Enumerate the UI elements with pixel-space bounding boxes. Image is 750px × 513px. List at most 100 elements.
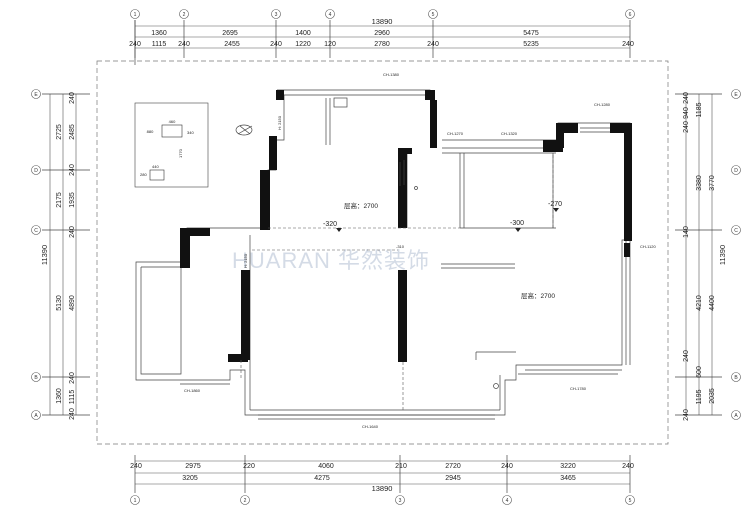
svg-text:D: D <box>734 168 738 174</box>
top-sub-3: 240 <box>178 41 190 48</box>
bottom-dim-1: 3205 <box>182 475 198 482</box>
svg-text:A: A <box>34 413 38 419</box>
right-dim-1: 3770 <box>709 175 716 191</box>
right-axis-markers: E D C B A <box>731 89 741 420</box>
bottom-sub-7: 240 <box>501 463 513 470</box>
right-mid-1: 1185 <box>696 102 703 117</box>
top-sub-8: 2780 <box>374 41 390 48</box>
bottom-sub-3: 220 <box>243 463 255 470</box>
left-sub-3: 240 <box>69 164 76 176</box>
left-sub-7: 240 <box>69 372 76 384</box>
svg-text:E: E <box>734 92 738 98</box>
bottom-sub-4: 4060 <box>318 463 334 470</box>
left-dim-3: 5130 <box>56 295 63 311</box>
left-total-dim: 11390 <box>40 245 49 265</box>
svg-text:C: C <box>34 228 38 234</box>
svg-text:B: B <box>734 375 738 381</box>
left-axis-markers: E D C B A <box>31 89 41 420</box>
room-height-b: 层高：2700 <box>521 291 555 300</box>
right-dimensions: 240 940 240 140 240 240 1185 3380 4210 6… <box>675 92 727 421</box>
detail-inset: 460 880 340 440 280 1770 <box>134 102 209 188</box>
left-dimensions: 11390 2725 2175 5130 1360 240 2485 240 1… <box>40 92 90 420</box>
watermark: HUARAN 华然装饰 <box>232 248 430 273</box>
window-tag-2: CH-1270 <box>447 131 464 136</box>
level-mark-4: -310 <box>396 244 405 249</box>
right-dim-2: 4400 <box>709 295 716 311</box>
top-dimensions: 13890 1360 2695 1400 2960 5475 240 1115 … <box>129 17 634 58</box>
detail-d2: 880 <box>147 129 154 134</box>
detail-d5: 280 <box>140 172 147 177</box>
bottom-dimensions: 240 2975 220 4060 210 2720 240 3220 240 … <box>130 455 634 493</box>
right-mid-3: 4210 <box>696 295 703 311</box>
svg-text:6: 6 <box>629 12 632 18</box>
svg-text:5: 5 <box>629 498 632 504</box>
svg-text:4: 4 <box>329 12 332 18</box>
svg-text:5: 5 <box>432 12 435 18</box>
svg-text:3: 3 <box>275 12 278 18</box>
bottom-dim-4: 3465 <box>560 475 576 482</box>
left-sub-1: 240 <box>69 92 76 104</box>
window-tags: CH-1380 CH-1270 CH-1320 CH-1280 CH-1120 … <box>184 72 656 429</box>
detail-d6: 1770 <box>178 148 183 158</box>
level-lines <box>240 155 554 410</box>
window-tag-1: CH-1380 <box>383 72 400 77</box>
beam-height-2: H: 2150 <box>243 253 248 268</box>
window-tag-4: CH-1280 <box>594 102 611 107</box>
left-sub-6: 4890 <box>69 295 76 311</box>
compass-icon <box>235 124 253 136</box>
left-sub-9: 240 <box>69 408 76 420</box>
top-dim-5: 5475 <box>523 30 539 37</box>
detail-d3: 340 <box>187 130 194 135</box>
level-marks: -320 -300 -270 -310 <box>323 201 562 249</box>
svg-text:3: 3 <box>399 498 402 504</box>
doors <box>399 160 405 186</box>
window-tag-8: CH-1640 <box>362 424 379 429</box>
detail-d4: 440 <box>152 164 159 169</box>
bottom-sub-9: 240 <box>622 463 634 470</box>
top-dim-4: 2960 <box>374 30 390 37</box>
room-height-a: 层高：2700 <box>344 201 378 210</box>
level-mark-2: -300 <box>510 220 524 227</box>
bottom-total-dim: 13890 <box>372 484 393 493</box>
walls <box>135 89 632 420</box>
right-mid-4: 600 <box>696 366 703 378</box>
bottom-sub-8: 3220 <box>560 463 576 470</box>
right-sub-6: 240 <box>683 409 690 421</box>
right-sub-3: 240 <box>683 121 690 133</box>
level-mark-3: -270 <box>548 201 562 208</box>
right-sub-1: 240 <box>683 92 690 104</box>
bottom-sub-1: 240 <box>130 463 142 470</box>
level-mark-1: -320 <box>323 221 337 228</box>
bottom-sub-2: 2975 <box>185 463 201 470</box>
top-sub-9: 240 <box>427 41 439 48</box>
window-tag-7: CH-1780 <box>570 386 587 391</box>
left-dim-4: 1360 <box>56 388 63 404</box>
left-dim-2: 2175 <box>56 192 63 208</box>
left-sub-4: 1935 <box>69 192 76 208</box>
top-sub-10: 5235 <box>523 41 539 48</box>
svg-text:B: B <box>34 375 38 381</box>
right-sub-4: 140 <box>683 226 690 238</box>
svg-text:2: 2 <box>183 12 186 18</box>
left-dim-1: 2725 <box>56 124 63 140</box>
svg-text:C: C <box>734 228 738 234</box>
top-axis-markers: 1 2 3 4 5 6 <box>130 9 635 65</box>
svg-text:1: 1 <box>134 12 137 18</box>
bottom-sub-6: 2720 <box>445 463 461 470</box>
window-tag-5: CH-1120 <box>640 244 656 249</box>
svg-text:D: D <box>34 168 38 174</box>
left-sub-2: 2485 <box>69 124 76 140</box>
top-sub-11: 240 <box>622 41 634 48</box>
right-mid-2: 3380 <box>696 175 703 191</box>
right-mid-5: 1195 <box>696 389 703 404</box>
svg-text:E: E <box>34 92 38 98</box>
svg-text:2: 2 <box>244 498 247 504</box>
top-dim-2: 2695 <box>222 30 238 37</box>
right-dim-3: 2035 <box>709 388 716 404</box>
svg-text:1: 1 <box>134 498 137 504</box>
top-sub-7: 120 <box>324 41 336 48</box>
top-dim-1: 1360 <box>151 30 167 37</box>
left-sub-8: 1115 <box>69 390 76 405</box>
